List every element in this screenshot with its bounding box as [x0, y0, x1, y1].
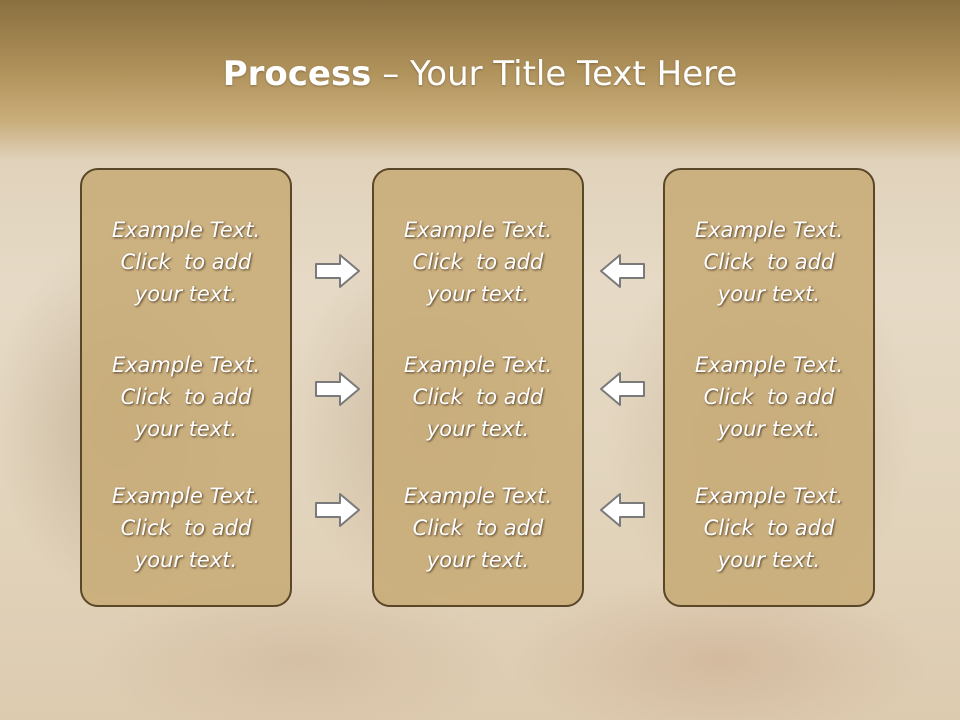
text-placeholder[interactable]: Example Text. Click to add your text.	[374, 480, 582, 576]
text-line: Click to add	[412, 516, 544, 540]
text-line: Example Text.	[403, 484, 553, 508]
text-line: Example Text.	[111, 353, 261, 377]
text-line: Click to add	[120, 516, 252, 540]
text-line: your text.	[134, 548, 238, 572]
text-line: Example Text.	[111, 218, 261, 242]
text-line: Click to add	[120, 385, 252, 409]
text-line: Example Text.	[694, 353, 844, 377]
text-placeholder[interactable]: Example Text. Click to add your text.	[665, 349, 873, 445]
slide-title[interactable]: Process – Your Title Text Here	[0, 50, 960, 98]
title-banner	[0, 0, 960, 160]
right-arrow-icon[interactable]	[314, 370, 362, 408]
text-line: Click to add	[412, 385, 544, 409]
left-arrow-icon[interactable]	[598, 491, 646, 529]
text-line: your text.	[717, 282, 821, 306]
process-box-left[interactable]: Example Text. Click to add your text. Ex…	[80, 168, 292, 607]
text-placeholder[interactable]: Example Text. Click to add your text.	[374, 349, 582, 445]
text-placeholder[interactable]: Example Text. Click to add your text.	[665, 214, 873, 310]
text-line: Example Text.	[403, 353, 553, 377]
right-arrow-icon[interactable]	[314, 252, 362, 290]
text-line: Example Text.	[111, 484, 261, 508]
text-line: your text.	[426, 282, 530, 306]
text-line: Click to add	[703, 516, 835, 540]
text-placeholder[interactable]: Example Text. Click to add your text.	[374, 214, 582, 310]
text-line: your text.	[426, 417, 530, 441]
text-line: Click to add	[703, 250, 835, 274]
text-line: your text.	[717, 548, 821, 572]
text-line: your text.	[717, 417, 821, 441]
process-box-center[interactable]: Example Text. Click to add your text. Ex…	[372, 168, 584, 607]
title-rest: – Your Title Text Here	[371, 54, 738, 94]
text-line: Example Text.	[403, 218, 553, 242]
text-placeholder[interactable]: Example Text. Click to add your text.	[82, 349, 290, 445]
left-arrow-icon[interactable]	[598, 252, 646, 290]
process-box-right[interactable]: Example Text. Click to add your text. Ex…	[663, 168, 875, 607]
text-placeholder[interactable]: Example Text. Click to add your text.	[665, 480, 873, 576]
text-line: Click to add	[703, 385, 835, 409]
text-line: Example Text.	[694, 218, 844, 242]
right-arrow-icon[interactable]	[314, 491, 362, 529]
text-placeholder[interactable]: Example Text. Click to add your text.	[82, 480, 290, 576]
text-line: Example Text.	[694, 484, 844, 508]
text-line: your text.	[426, 548, 530, 572]
left-arrow-icon[interactable]	[598, 370, 646, 408]
text-line: Click to add	[120, 250, 252, 274]
text-placeholder[interactable]: Example Text. Click to add your text.	[82, 214, 290, 310]
text-line: your text.	[134, 417, 238, 441]
text-line: Click to add	[412, 250, 544, 274]
title-bold: Process	[222, 54, 372, 94]
text-line: your text.	[134, 282, 238, 306]
